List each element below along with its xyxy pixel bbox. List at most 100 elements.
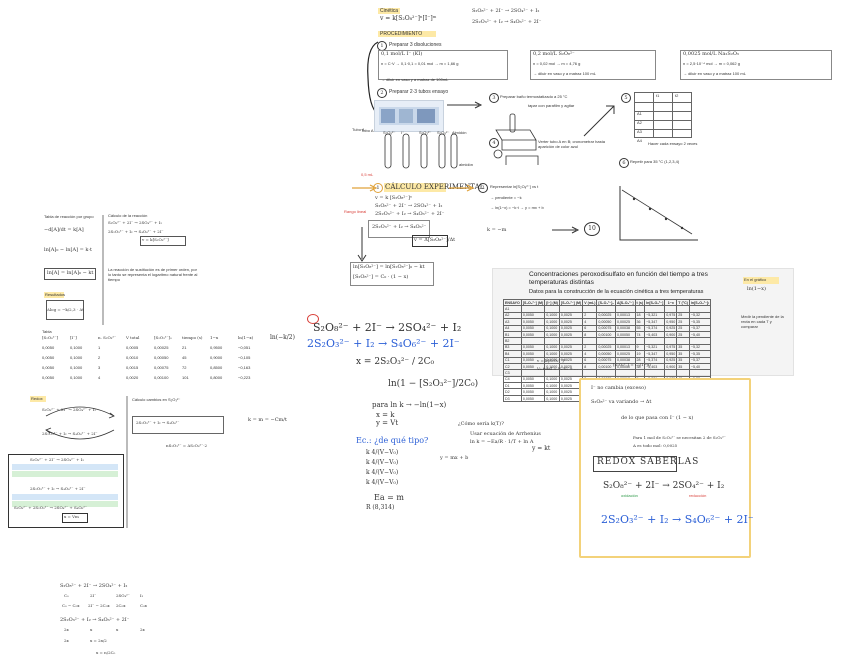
card-eq-1: v = k[S₂O₈²⁻]ⁿ (537, 358, 566, 363)
left-eq-2: ln[A]₀ − ln[A] = k·t (44, 247, 93, 253)
mid-cell: −0,223 (238, 375, 251, 380)
section-title: PROCEDIMIENTO (380, 31, 423, 37)
times-table (634, 92, 692, 138)
results-cell (520, 305, 546, 313)
results-cell: 0,00013 (614, 311, 636, 320)
bottom-r5-0: 2x (64, 627, 69, 632)
hand-l8: y = kt (532, 445, 551, 452)
results-cell: 0,0050 (520, 343, 546, 352)
results-cell: 0,00038 (614, 356, 636, 364)
calc-line-2: S₂O₈²⁻ + 2I⁻ → 2SO₄²⁻ + I₂ (375, 203, 443, 209)
left-title-1: Tabla de reacción por grupo (44, 214, 94, 219)
arrow (447, 101, 483, 109)
bottom-r2-1: 2I⁻ (90, 593, 97, 598)
ec-row-2: k 4/(V−V₀) (366, 459, 399, 466)
solution-a-box (378, 50, 508, 80)
svg-text:0,5 mL: 0,5 mL (361, 172, 374, 177)
results-header-cell: V (mL) (582, 298, 598, 307)
bottom-r3-1: 2I⁻ − 2C₀x (88, 603, 110, 608)
table-row: B2 (503, 337, 712, 345)
graph-title: Representar ln[S₂O₈²⁻] vs t (490, 184, 539, 189)
mid-header-cell: ln(1−x) (238, 335, 254, 340)
bottom-r5-2: x (116, 627, 119, 632)
bottom-r3-3: C₀x (140, 603, 147, 608)
hand-q3: y = mx + b (440, 455, 469, 461)
redox-eq-1: S₂O₈²⁻ + 2I⁻ → 2SO₄²⁻ + I₂ (42, 407, 96, 412)
step-6-circle: 6 (619, 158, 629, 168)
redox-eq-3: k = m = −Cm/t (248, 417, 287, 423)
result-1: ln[S₂O₈²⁻] = ln[S₂O₈²⁻]₀ − kt (353, 264, 425, 270)
col-t1: t1 (656, 93, 660, 98)
results-cell: 8 (582, 362, 598, 371)
mid-cell: 0,0010 (126, 355, 139, 360)
mid-cell: 21 (182, 345, 187, 350)
yellow-r2: 2S₂O₃²⁻ + I₂ → S₄O₆²⁻ + 2I⁻ (601, 513, 754, 526)
results-cell: 0,925 (664, 324, 678, 332)
bottom-r1: S₂O₈²⁻ + 2I⁻ → 2SO₄²⁻ + I₂ (60, 583, 128, 589)
result-box (350, 262, 434, 286)
results-cell (644, 369, 666, 377)
results-cell: 0,00050 (614, 330, 636, 339)
hand-q4: ln k = −Ea/R · 1/T + ln A (470, 439, 534, 445)
results-cell: −5,403 (644, 362, 666, 371)
yellow-r1: S₂O₈²⁻ + 2I⁻ → 2SO₄²⁻ + I₂ (603, 481, 725, 491)
row-a3: A3 (637, 129, 642, 134)
mid-cell: 0,0005 (126, 345, 139, 350)
mid-cell: 0,8000 (210, 375, 223, 380)
results-cell (688, 305, 712, 313)
final-circle: 10 (584, 222, 600, 236)
test-tubes-drawing: Tubo A 0,5 mL almidón (361, 128, 473, 177)
left-boxed-1: ln[A] = ln[A]₀ − kt (47, 270, 94, 276)
results-cell: 0,0050 (520, 382, 546, 390)
ec-row-3: k 4/(V−V₀) (366, 469, 399, 476)
card-note-right-2: ln(1−x) (747, 286, 766, 292)
hand-l6: x = k (376, 411, 395, 419)
highlight-blue (12, 464, 118, 470)
results-cell: −5,37 (688, 324, 712, 332)
table-card: Concentraciones peroxodisulfato en funci… (492, 268, 794, 403)
decay-graph (619, 186, 698, 241)
calc-box (368, 220, 430, 238)
step-6-note: Repetir para 35 °C (1,2,3,4) (630, 159, 680, 164)
yellow-title: REDOX SABERLAS (597, 457, 700, 467)
arrow-diag (583, 105, 615, 137)
bottom-r3-2: 2C₀x (116, 603, 126, 608)
highlight (384, 183, 446, 192)
results-cell: 0,0050 (520, 394, 546, 403)
results-cell (664, 369, 678, 377)
results-cell (582, 369, 598, 377)
mid-extra: ln(−k/2) (270, 334, 295, 341)
results-cell: −5,347 (644, 318, 666, 326)
results-cell (688, 369, 712, 377)
yellow-l1: I⁻ no cambia (exceso) (591, 385, 646, 391)
mid-cell: 0,1000 (70, 375, 83, 380)
results-header-cell: [S₂O₃²⁻] (M) (558, 298, 584, 307)
row-a4: A4 (637, 138, 642, 143)
solution-c-box (680, 50, 832, 80)
results-cell: 4 (582, 318, 598, 326)
results-cell (558, 337, 584, 345)
answer: v = Δ[S₂O₈²⁻]/Δt (414, 237, 456, 243)
red-circle (307, 314, 319, 324)
results-cell: 0,0025 (558, 362, 584, 371)
results-cell: −5,40 (688, 362, 712, 371)
bottom-r5-3: 2x (140, 627, 145, 632)
redox-label: Redox (31, 396, 43, 401)
results-cell: 0,0025 (558, 350, 584, 358)
bottom-r4: 2S₂O₃²⁻ + I₂ → S₄O₆²⁻ + 2I⁻ (60, 617, 130, 623)
tube-4: S₂O₈²⁻ (437, 130, 450, 135)
results-cell (614, 337, 636, 345)
tube-1: S₂O₈²⁻ (383, 130, 396, 135)
bottom-r6-1: x = 2x/2 (90, 638, 107, 643)
results-cell (558, 305, 584, 313)
step-5-circle: 5 (621, 93, 631, 103)
mid-cell: 101 (182, 375, 189, 380)
results-cell: 0,0025 (558, 356, 584, 364)
mid-cell: 45 (182, 355, 187, 360)
results-cell: 0,0025 (558, 311, 584, 320)
calc-step-2: 2 (478, 183, 488, 193)
results-cell: 0,975 (664, 311, 678, 320)
